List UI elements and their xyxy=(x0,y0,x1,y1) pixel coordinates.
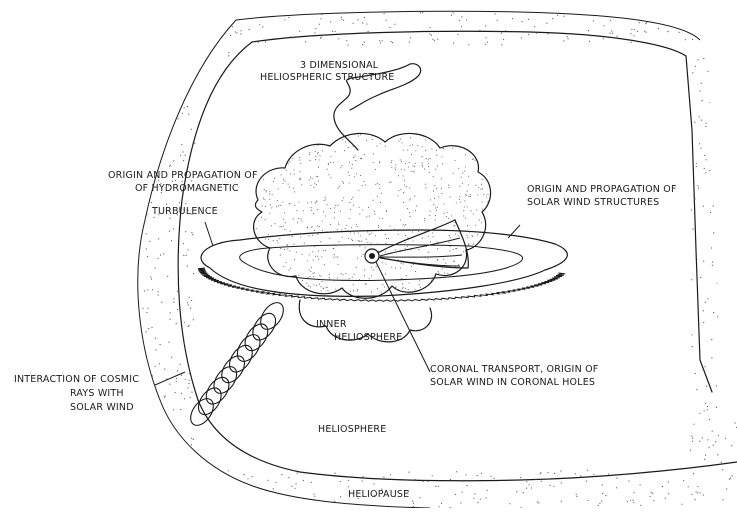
label-hydromagnetic-3: TURBULENCE xyxy=(151,206,218,217)
leader-hydromagnetic xyxy=(205,222,213,246)
heliopause-boundary xyxy=(129,8,737,508)
label-cosmic-1: INTERACTION OF COSMIC xyxy=(14,374,139,385)
label-heliopause: HELIOPAUSE xyxy=(348,489,409,500)
coil-loop xyxy=(240,320,272,355)
cosmic-ray-coil xyxy=(186,299,288,430)
coil-loop xyxy=(209,363,241,398)
coil-loop xyxy=(233,331,265,366)
leader-cosmic xyxy=(155,372,185,385)
label-inner-1: INNER xyxy=(316,319,347,330)
label-hydromagnetic-2: OF HYDROMAGNETIC xyxy=(135,183,239,194)
coil-loop xyxy=(186,395,218,430)
label-coronal-1: CORONAL TRANSPORT, ORIGIN OF xyxy=(430,364,598,375)
label-solar-wind-1: ORIGIN AND PROPAGATION OF xyxy=(527,184,677,195)
label-coronal-2: SOLAR WIND IN CORONAL HOLES xyxy=(430,377,595,388)
label-cosmic-2: RAYS WITH xyxy=(70,388,124,399)
outer-disc xyxy=(198,230,567,301)
coronal-streamer xyxy=(365,220,468,268)
coil-loop xyxy=(225,341,257,376)
label-cosmic-3: SOLAR WIND xyxy=(70,402,134,413)
label-inner-2: HELIOSPHERE xyxy=(334,332,402,343)
label-heliosphere: HELIOSPHERE xyxy=(318,424,386,435)
inner-heliosphere-cloud xyxy=(250,130,496,342)
label-solar-wind-2: SOLAR WIND STRUCTURES xyxy=(527,197,659,208)
coil-loop xyxy=(202,373,234,408)
coil-loop xyxy=(256,299,288,334)
coil-loop xyxy=(217,352,249,387)
label-3d-structure-1: 3 DIMENSIONAL xyxy=(300,60,379,71)
coil-loop xyxy=(248,309,280,344)
label-3d-structure-2: HELIOSPHERIC STRUCTURE xyxy=(260,72,394,83)
label-hydromagnetic-1: ORIGIN AND PROPAGATION OF xyxy=(108,170,258,181)
